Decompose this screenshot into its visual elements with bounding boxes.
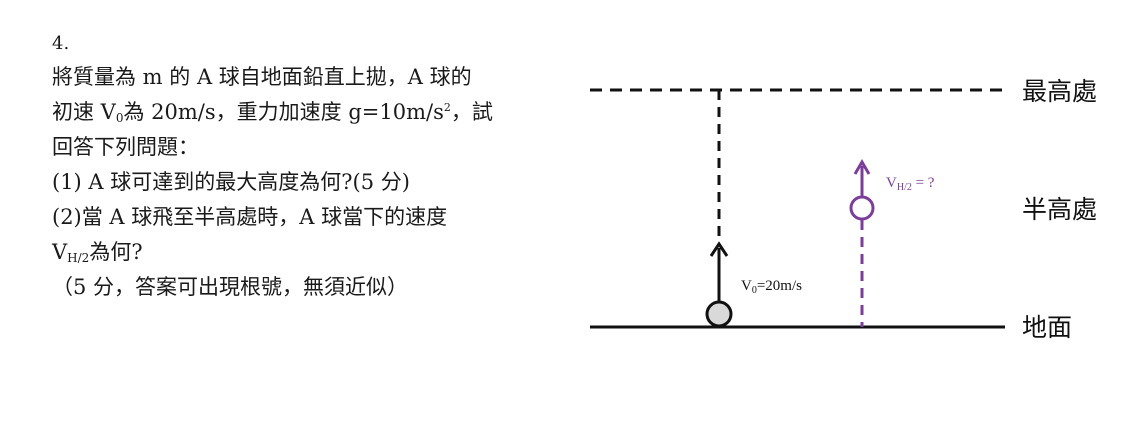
text-fragment: ，試 <box>450 100 493 124</box>
label-ground: 地面 <box>1022 313 1072 342</box>
vh2-label: VH/2 = ? <box>886 175 935 193</box>
subscript: 0 <box>752 285 757 296</box>
text-fragment: 為 20m/s，重力加速度 g=10m/s <box>123 100 444 124</box>
text-fragment: 初速 V <box>52 100 116 124</box>
text-fragment: =20m/s <box>757 278 802 294</box>
text-fragment: V <box>52 240 68 264</box>
ball-at-ground <box>705 300 733 328</box>
question-part-1: (1) A 球可達到的最大高度為何?(5 分) <box>52 170 410 194</box>
subscript: H/2 <box>67 251 90 265</box>
v0-label: V0=20m/s <box>741 278 802 296</box>
arrow-up-icon <box>853 159 871 175</box>
subscript: 0 <box>115 111 124 125</box>
superscript: 2 <box>443 101 451 114</box>
subscript: H/2 <box>897 182 912 193</box>
label-max-height: 最高處 <box>1022 77 1097 106</box>
label-half-height: 半高處 <box>1022 195 1097 224</box>
text-fragment: V <box>741 278 752 294</box>
arrow-up-icon <box>709 241 729 257</box>
question-part-2: (2)當 A 球飛至半高處時，A 球當下的速度 <box>52 205 448 229</box>
text-fragment: V <box>886 175 897 191</box>
question-text: 4. 將質量為 m 的 A 球自地面鉛直上拋，A 球的 初速 V0為 20m/s… <box>52 30 552 305</box>
ball-at-half-height <box>849 195 875 221</box>
question-line-2: 初速 V0為 20m/s，重力加速度 g=10m/s2，試 <box>52 95 552 130</box>
question-number: 4. <box>52 33 70 54</box>
question-line-1: 將質量為 m 的 A 球自地面鉛直上拋，A 球的 <box>52 65 472 89</box>
question-line-3: 回答下列問題： <box>52 135 199 159</box>
projectile-diagram: V0=20m/s VH/2 = ? 最高處 半高處 地面 <box>590 77 1097 342</box>
text-fragment: = ? <box>912 175 935 191</box>
question-line-6: VH/2為何? <box>52 235 552 270</box>
question-note: （5 分，答案可出現根號，無須近似） <box>52 275 409 299</box>
text-fragment: 為何? <box>89 240 143 264</box>
